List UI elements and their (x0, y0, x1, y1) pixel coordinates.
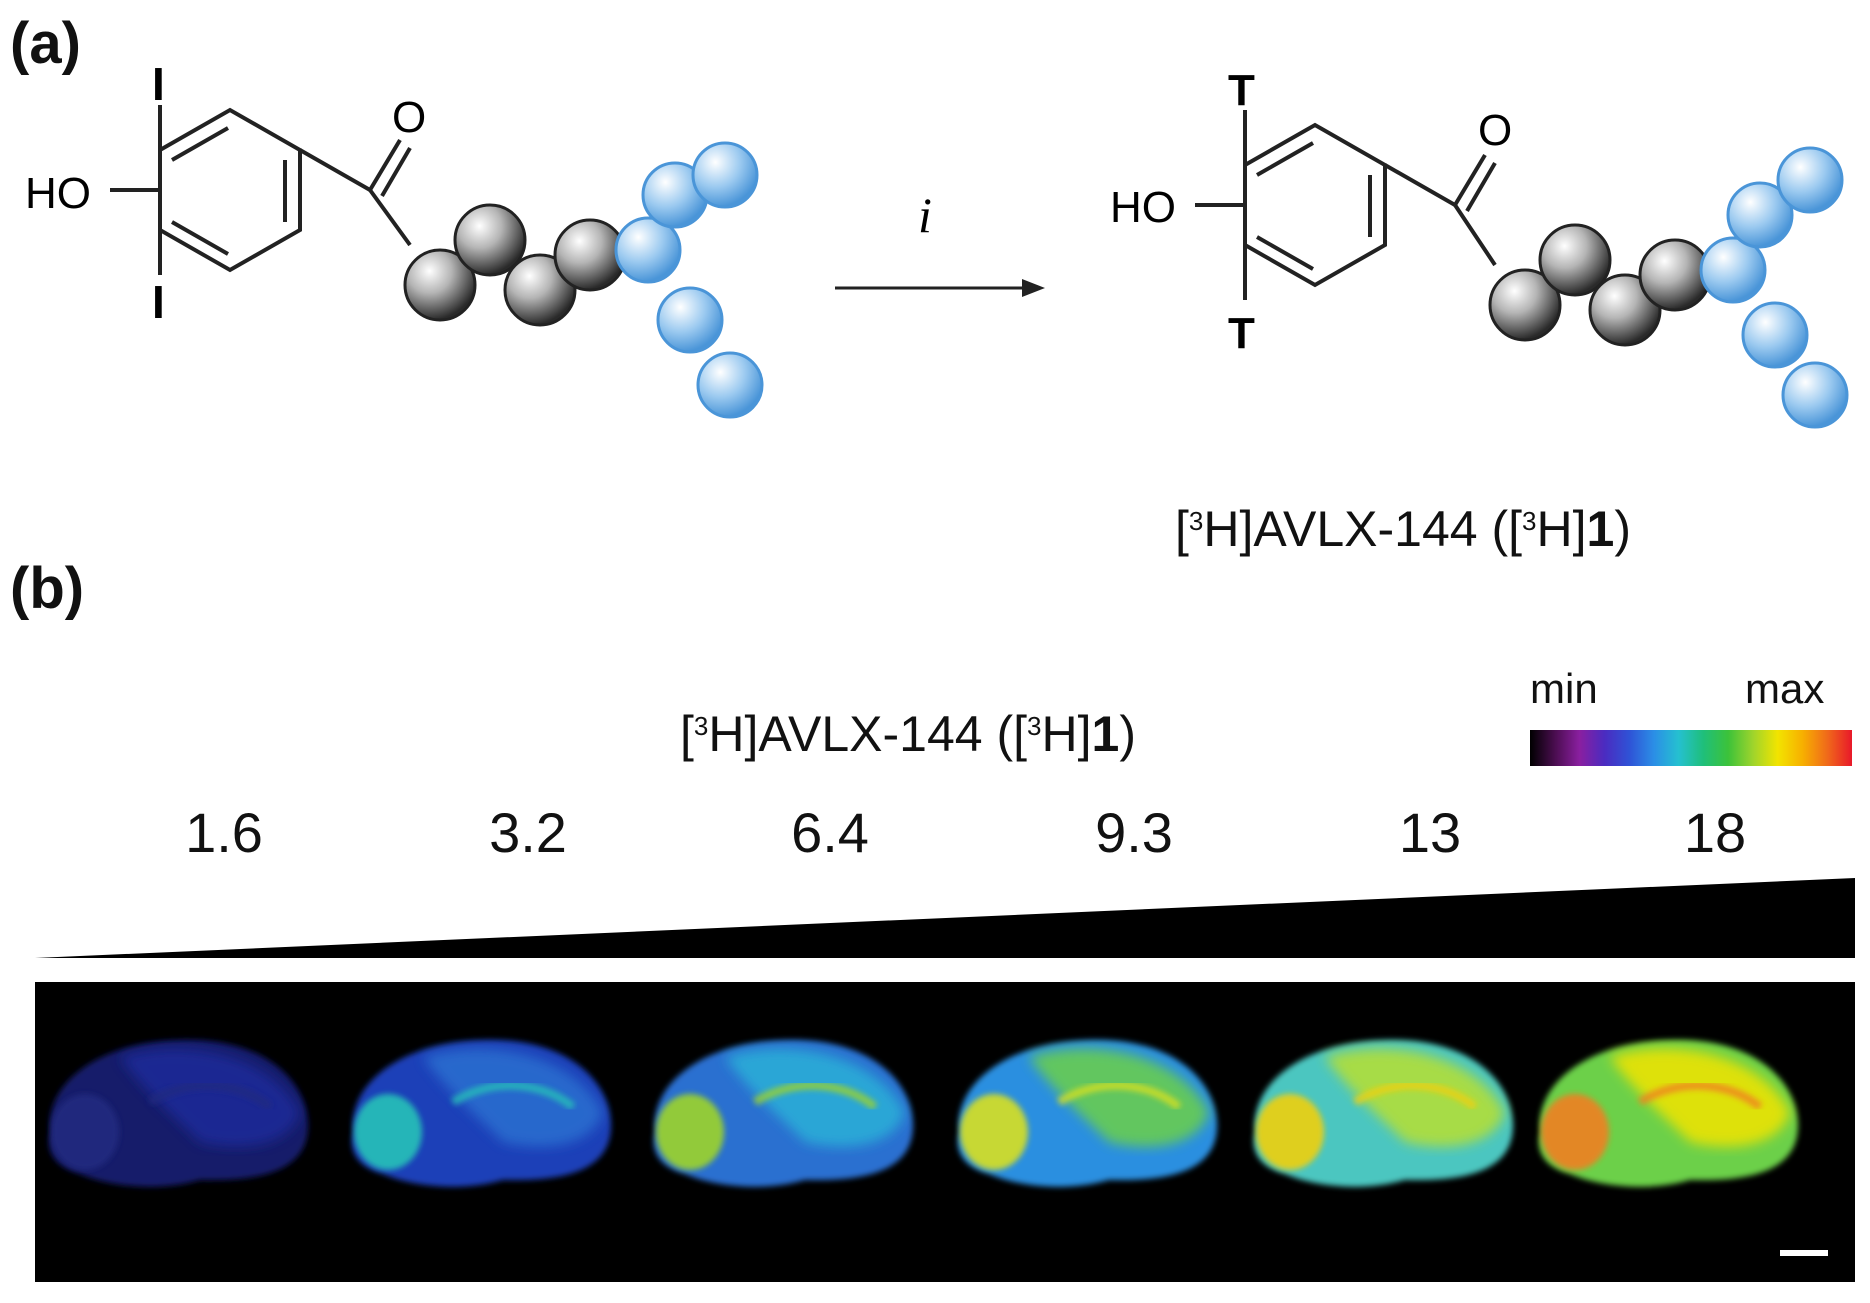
name-middle: H]AVLX-144 ([ (1203, 501, 1523, 557)
reactant-peptide-chain (403, 203, 627, 327)
product-molecule: T T HO O (1110, 66, 1849, 429)
name-bracket-close: ) (1614, 501, 1631, 557)
brain-section (957, 1039, 1218, 1187)
product-branch-spheres (1699, 146, 1849, 429)
reaction-scheme: I I HO O i (25, 58, 1849, 429)
isotope-superscript: 3 (1027, 711, 1042, 741)
name-end: H] (1041, 706, 1092, 762)
scale-bar (1780, 1250, 1828, 1256)
product-tritium-bottom: T (1228, 309, 1255, 358)
reactant-molecule: I I HO O (25, 58, 764, 419)
reaction-arrow (835, 279, 1045, 297)
isotope-superscript: 3 (1188, 506, 1204, 536)
product-tritium-top: T (1228, 66, 1255, 115)
concentration-label: 18 (1683, 801, 1747, 864)
brain-section (1253, 1039, 1514, 1187)
reactant-hydroxyl: HO (25, 169, 91, 218)
reactant-iodine-bottom: I (152, 276, 165, 328)
colorbar-max-label: max (1745, 665, 1825, 712)
brain-section (351, 1039, 612, 1187)
product-peptide-chain (1488, 223, 1712, 347)
reactant-branch-spheres (614, 141, 764, 419)
brain-section (48, 1039, 309, 1187)
panel-b-label: (b) (10, 556, 85, 621)
brain-section (1538, 1039, 1799, 1187)
concentration-wedge (35, 878, 1855, 958)
panel-a-label: (a) (10, 11, 81, 76)
product-name-label: [3H]AVLX-144 ([3H]1) (1175, 500, 1631, 558)
reactant-iodine-top: I (152, 58, 165, 110)
concentration-label: 6.4 (791, 801, 869, 864)
name-bracket-close: ) (1119, 706, 1136, 762)
isotope-superscript: 3 (693, 711, 709, 741)
name-bracket-open: [ (1175, 501, 1189, 557)
concentration-label: 1.6 (185, 801, 263, 864)
brain-section (653, 1039, 914, 1187)
name-middle: H]AVLX-144 ([ (708, 706, 1028, 762)
colorbar (1530, 730, 1852, 766)
reactant-carbonyl-oxygen: O (392, 93, 426, 142)
compound-number: 1 (1091, 706, 1120, 762)
compound-number: 1 (1586, 501, 1615, 557)
reagent-label: i (918, 187, 932, 243)
concentration-label: 13 (1398, 801, 1462, 864)
panel-b-compound-label: [3H]AVLX-144 ([3H]1) (680, 705, 1136, 763)
concentration-label: 3.2 (489, 801, 567, 864)
product-carbonyl-oxygen: O (1478, 106, 1512, 155)
product-hydroxyl: HO (1110, 183, 1176, 232)
concentration-label: 9.3 (1095, 801, 1173, 864)
name-bracket-open: [ (680, 706, 694, 762)
colorbar-min-label: min (1530, 665, 1598, 712)
name-end: H] (1536, 501, 1587, 557)
isotope-superscript: 3 (1522, 506, 1537, 536)
autoradiography-strip (35, 982, 1855, 1282)
